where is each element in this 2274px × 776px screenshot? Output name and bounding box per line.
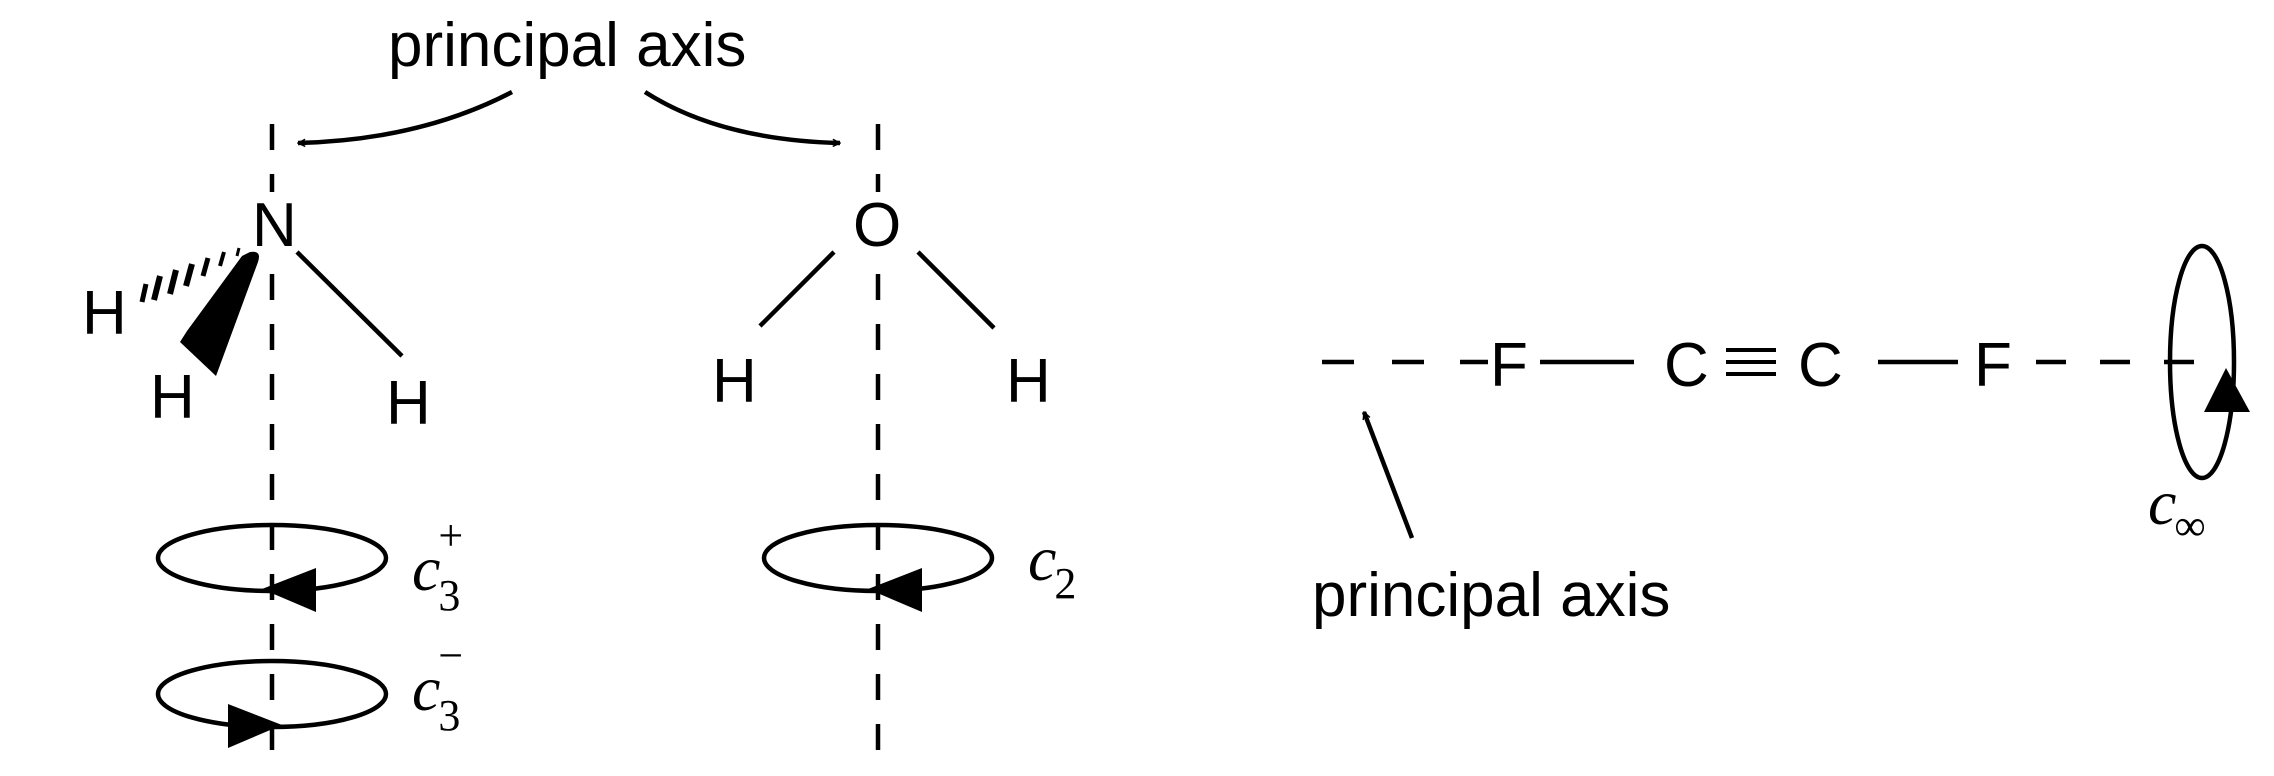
- principal-axis-arrow-left: [298, 90, 514, 143]
- c2f2-cinf-symbol: c∞: [2148, 467, 2206, 550]
- nh3-hydrogen-left: H: [82, 279, 127, 348]
- h2o-c2-arrowhead: [868, 568, 922, 612]
- h2o-c2-symbol: c2: [1028, 523, 1076, 608]
- nh3-hashed-bond: [139, 247, 241, 303]
- nh3-c3-minus-arrowhead: [228, 704, 282, 748]
- nh3-bond-right: [295, 250, 404, 358]
- h2o-hydrogen-left: H: [712, 347, 757, 416]
- water-molecule: O H H c2: [712, 124, 1076, 760]
- difluoroacetylene-molecule: F C C F c∞ principal axis: [1312, 243, 2250, 630]
- c2f2-fluorine-left: F: [1490, 331, 1528, 400]
- nh3-hydrogen-front: H: [150, 363, 195, 432]
- principal-axis-arrow-bottom: [1361, 412, 1415, 539]
- c2f2-carbon-right: C: [1798, 331, 1843, 400]
- c2f2-triple-bond: [1726, 348, 1776, 376]
- principal-axis-label-right: principal axis: [1312, 561, 1670, 630]
- c2f2-fluorine-right: F: [1974, 331, 2012, 400]
- nh3-c3-plus-symbol: c3+: [412, 511, 463, 620]
- c2f2-carbon-left: C: [1664, 331, 1709, 400]
- principal-axis-label-top: principal axis: [388, 11, 746, 80]
- h2o-bond-left: [758, 250, 836, 328]
- c2f2-cinf-rotation-ring: [2167, 243, 2237, 481]
- principal-axis-arrow-right: [643, 90, 840, 143]
- c2f2-cinf-arrowhead: [2204, 368, 2250, 412]
- nh3-c3-plus-arrowhead: [262, 568, 316, 612]
- h2o-hydrogen-right: H: [1006, 347, 1051, 416]
- h2o-bond-right: [916, 250, 996, 330]
- h2o-oxygen-atom: O: [853, 191, 901, 260]
- ammonia-molecule: N H H H c3+ c3−: [82, 124, 463, 760]
- nh3-wedge-bond: [180, 251, 259, 376]
- nh3-hydrogen-right: H: [386, 369, 431, 438]
- nh3-nitrogen-atom: N: [252, 191, 297, 260]
- nh3-c3-minus-symbol: c3−: [412, 631, 463, 740]
